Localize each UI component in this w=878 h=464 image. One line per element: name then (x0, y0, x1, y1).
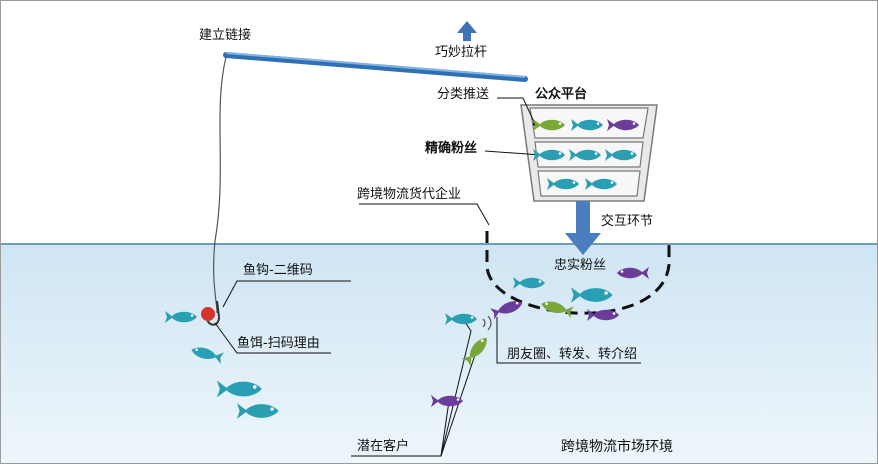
hook (206, 300, 221, 326)
precise-fans-label: 精确粉丝 (425, 141, 478, 156)
down-arrow-icon (565, 201, 601, 255)
bait-ball (201, 307, 215, 321)
water-area (1, 244, 877, 463)
lever-label: 巧妙拉杆 (435, 45, 488, 60)
market-label: 跨境物流市场环境 (561, 439, 673, 455)
fishing-rod-highlight (225, 52, 526, 78)
fishing-line (213, 56, 227, 314)
up-arrow-icon (457, 21, 477, 41)
potential-pointer-line (351, 318, 472, 457)
bait-label: 鱼饵-扫码理由 (237, 336, 320, 351)
interaction-label: 交互环节 (601, 214, 654, 229)
fishing-rod (223, 52, 528, 82)
potential-pointer-line-3 (440, 400, 450, 457)
moments-label: 朋友圈、转发、转介绍 (507, 347, 638, 362)
loyal-fans-label: 忠实粉丝 (554, 258, 607, 273)
logistics-pointer-line (359, 203, 490, 226)
bait-pointer-line (214, 322, 331, 354)
push-label: 分类推送 (437, 87, 490, 102)
loyal-fans-bowl (485, 231, 671, 315)
signal-wave-2 (487, 315, 492, 331)
logistics-label: 跨境物流货代企业 (357, 187, 462, 202)
signal-wave-1 (482, 318, 486, 328)
link-label: 建立链接 (199, 28, 252, 43)
moments-pointer-line (496, 317, 641, 364)
hook-pointer-line (222, 280, 351, 308)
potential-label: 潜在客户 (357, 439, 410, 454)
platform-label: 公众平台 (535, 87, 588, 102)
push-pointer-line (497, 97, 536, 125)
hook-label: 鱼钩-二维码 (243, 263, 313, 278)
